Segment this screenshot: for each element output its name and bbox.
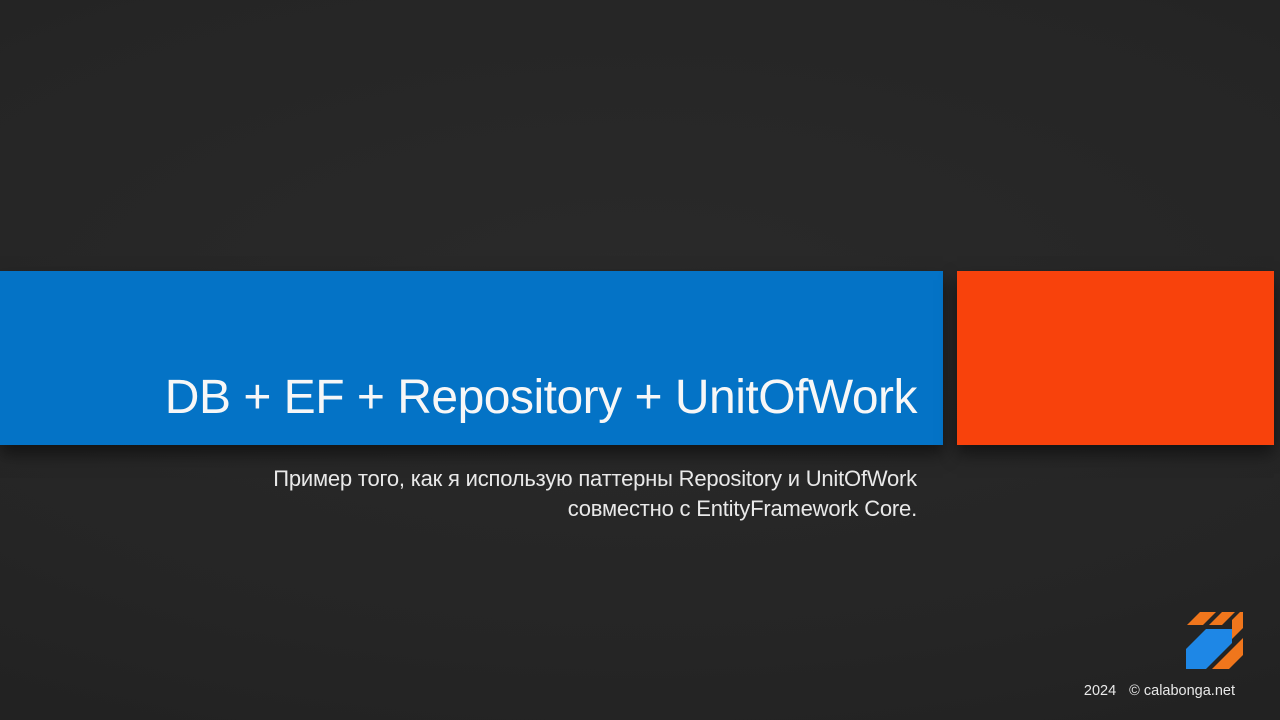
calabonga-logo-icon xyxy=(1186,612,1243,669)
slide-subtitle: Пример того, как я использую паттерны Re… xyxy=(273,464,917,524)
logo-svg xyxy=(1186,612,1243,669)
title-band: DB + EF + Repository + UnitOfWork xyxy=(0,271,943,445)
footer-year: 2024 xyxy=(1083,683,1117,699)
footer-copyright: © calabonga.net xyxy=(1129,683,1235,699)
slide-footer: 2024 © calabonga.net xyxy=(1084,682,1235,700)
slide-title: DB + EF + Repository + UnitOfWork xyxy=(164,370,918,424)
accent-band xyxy=(957,271,1274,445)
subtitle-line-2: совместно с EntityFramework Core. xyxy=(567,496,918,521)
subtitle-line-1: Пример того, как я использую паттерны Re… xyxy=(273,466,917,491)
